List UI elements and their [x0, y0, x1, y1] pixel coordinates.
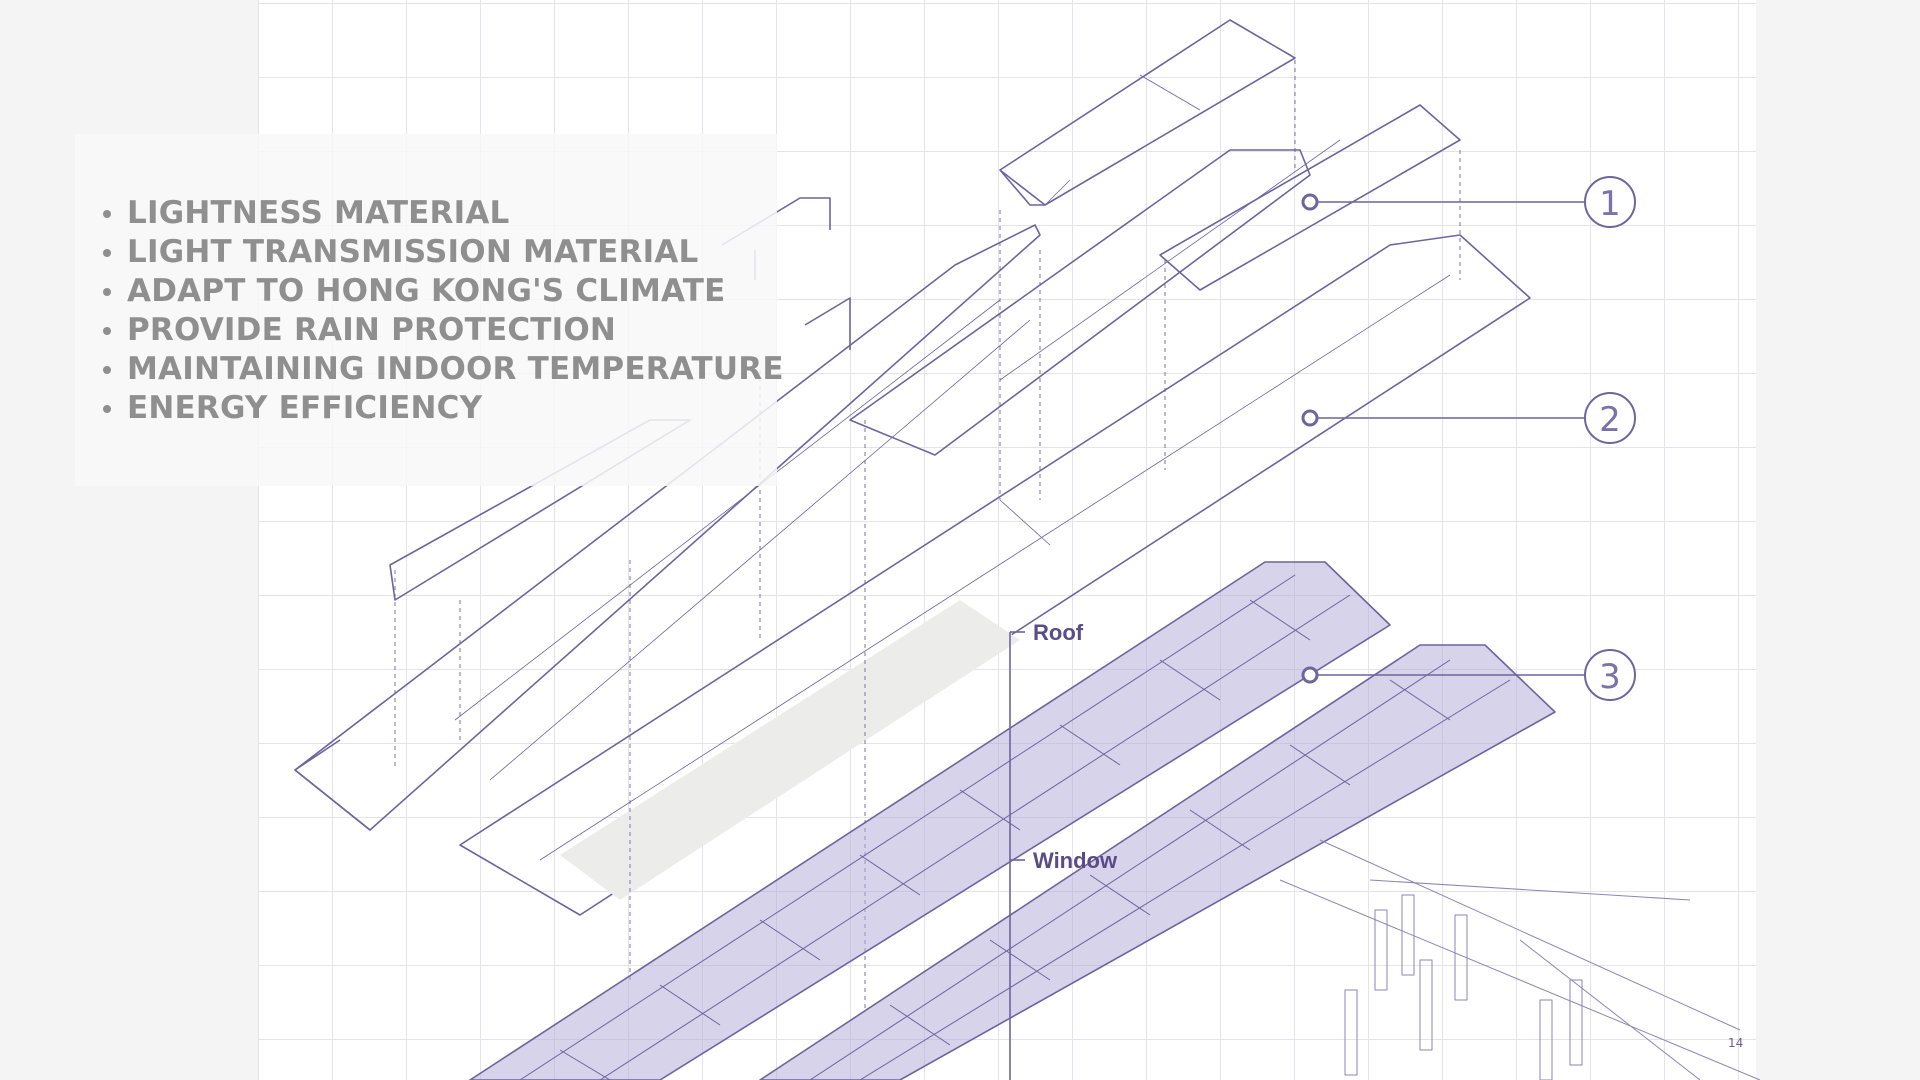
bullet-dot-icon	[103, 210, 111, 218]
roof-panel-third	[459, 234, 1531, 916]
bullet-item: ADAPT TO HONG KONG'S CLIMATE	[101, 272, 784, 311]
bullet-list: LIGHTNESS MATERIAL LIGHT TRANSMISSION MA…	[101, 194, 784, 428]
bullet-item: PROVIDE RAIN PROTECTION	[101, 311, 784, 350]
bullet-item: MAINTAINING INDOOR TEMPERATURE	[101, 350, 784, 389]
bullet-dot-icon	[103, 288, 111, 296]
bullet-item: LIGHT TRANSMISSION MATERIAL	[101, 233, 784, 272]
callout-number-1: 1	[1599, 184, 1621, 224]
roof-panel-upper	[999, 19, 1296, 206]
bullet-dot-icon	[103, 327, 111, 335]
callout-number-3: 3	[1599, 657, 1621, 697]
bullet-dot-icon	[103, 405, 111, 413]
truss-roof-module-b	[759, 644, 1556, 1080]
structure-frame	[1279, 839, 1761, 1080]
roof-panel-second	[849, 104, 1461, 456]
bullet-dot-icon	[103, 249, 111, 257]
window-label: Window	[1033, 848, 1118, 873]
page-number: 14	[1728, 1036, 1744, 1050]
label-leader	[1009, 631, 1025, 1080]
bullet-panel: LIGHTNESS MATERIAL LIGHT TRANSMISSION MA…	[75, 134, 784, 486]
roof-label: Roof	[1033, 620, 1084, 645]
callout-number-2: 2	[1599, 400, 1621, 440]
bullet-dot-icon	[103, 366, 111, 374]
bullet-item: ENERGY EFFICIENCY	[101, 389, 784, 428]
bullet-item: LIGHTNESS MATERIAL	[101, 194, 784, 233]
callout-leaders	[1301, 176, 1636, 701]
